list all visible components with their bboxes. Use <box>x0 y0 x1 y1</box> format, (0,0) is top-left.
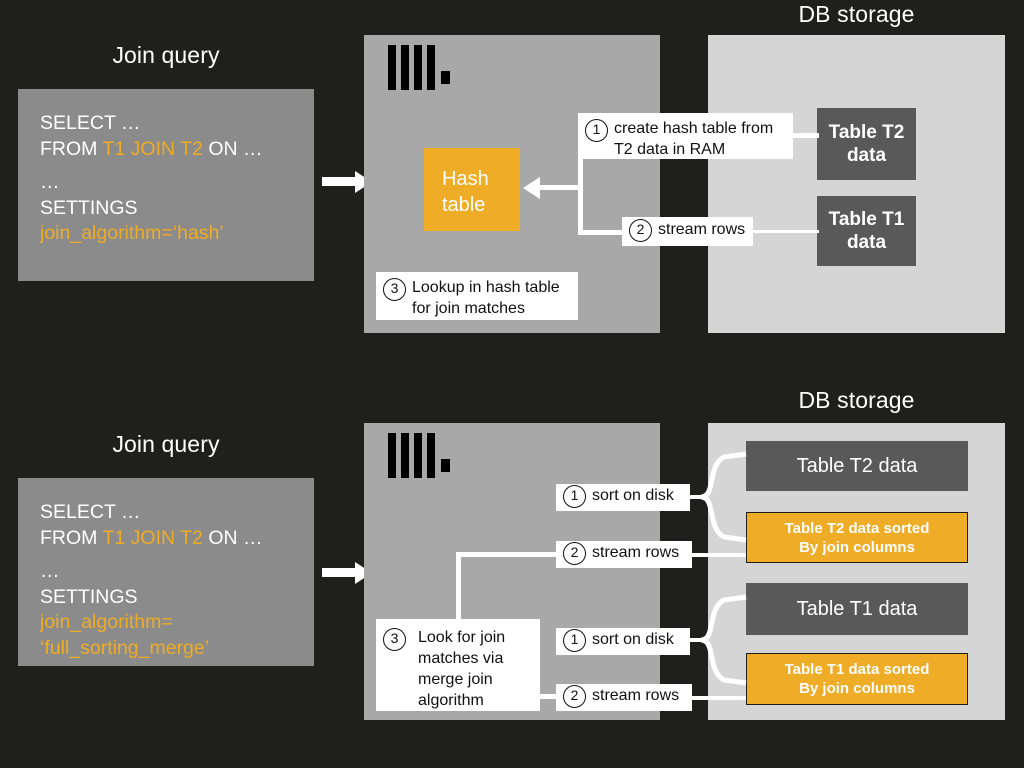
bottom-table-t2-raw-chip: Table T2 data <box>746 441 968 491</box>
bottom-table-t2-sorted-chip: Table T2 data sorted By join columns <box>746 512 968 563</box>
bottom-table-t1-sorted-chip: Table T1 data sorted By join columns <box>746 653 968 705</box>
bottom-query-to-server-line <box>322 568 358 577</box>
top-callout-step3-number: 3 <box>383 278 406 301</box>
bottom-t1-stream-to-chip-line <box>692 696 746 700</box>
top-callout-step3-line1: Lookup in hash table <box>412 279 560 296</box>
top-query-line-from: FROM T1 JOIN T2 ON … <box>40 137 292 163</box>
bottom-table-t2-sorted-line2: By join columns <box>799 538 915 556</box>
hash-table-line2: table <box>442 194 486 216</box>
bottom-callout-t1-stream-number: 2 <box>563 684 586 708</box>
hash-table-line1: Hash <box>442 168 489 190</box>
bottom-stream-to-vertical-line <box>456 552 558 557</box>
bottom-table-t2-raw-label: Table T2 data <box>796 454 918 477</box>
top-callout-step1-line2: T2 data in RAM <box>614 141 726 158</box>
bottom-callout-t2-sort-text: sort on disk <box>592 487 674 504</box>
top-query-join-expression: T1 JOIN T2 <box>102 137 203 160</box>
bottom-callout-step3: 3 Look for join matches via merge join a… <box>376 619 540 711</box>
bottom-query-line-ellipsis: … <box>40 560 60 582</box>
top-query-box: SELECT … FROM T1 JOIN T2 ON … … SETTINGS… <box>18 89 314 281</box>
top-callout-step3-text: Lookup in hash table for join matches <box>412 277 560 319</box>
bottom-callout-t2-stream: 2 stream rows <box>556 541 692 568</box>
bottom-query-join-expression: T1 JOIN T2 <box>102 526 203 549</box>
bottom-table-t1-raw-chip: Table T1 data <box>746 583 968 635</box>
top-table-t1-line1: Table T1 <box>828 209 905 230</box>
bottom-db-storage-title: DB storage <box>798 387 915 413</box>
arrow-left-icon <box>523 176 540 199</box>
clickhouse-logo-icon <box>388 433 450 478</box>
bottom-table-t1-sorted-line2: By join columns <box>799 680 915 697</box>
top-query-to-server-line <box>322 177 358 186</box>
top-db-storage-title: DB storage <box>798 1 915 27</box>
clickhouse-logo-icon <box>388 45 450 90</box>
bottom-query-line-from: FROM T1 JOIN T2 ON … <box>40 526 292 552</box>
bottom-step3-to-stream2-line <box>538 694 560 699</box>
top-callout-step1-number: 1 <box>585 119 608 142</box>
top-join-query-title: Join query <box>112 42 220 68</box>
bottom-callout-t2-stream-text: stream rows <box>592 544 680 561</box>
bottom-vertical-to-step3-line <box>456 552 461 622</box>
top-query-line-setting-value: join_algorithm=‘hash’ <box>40 222 224 244</box>
top-table-t2-line1: Table T2 <box>828 122 905 143</box>
bottom-callout-step3-line2: matches via <box>418 650 504 667</box>
bottom-query-line-settings: SETTINGS <box>40 585 138 608</box>
bottom-join-query-title: Join query <box>112 431 220 457</box>
bottom-query-line-select: SELECT … <box>40 501 141 523</box>
bottom-callout-t1-stream-text: stream rows <box>592 687 680 704</box>
top-query-line-ellipsis: … <box>40 171 60 193</box>
top-callout-step3: 3 Lookup in hash table for join matches <box>376 272 578 320</box>
bottom-t2-stream-to-chip-line <box>692 553 746 557</box>
bottom-table-t1-raw-label: Table T1 data <box>796 597 918 620</box>
top-storage-panel <box>708 35 1005 333</box>
top-callout-step2-text: stream rows <box>658 221 746 238</box>
bottom-callout-t1-stream: 2 stream rows <box>556 684 692 711</box>
bottom-query-on-keyword: ON … <box>202 526 263 549</box>
bottom-table-t2-sorted-line1: Table T2 data sorted <box>784 519 930 537</box>
top-query-from-keyword: FROM <box>40 137 103 160</box>
bottom-callout-step3-text: Look for join matches via merge join alg… <box>412 627 505 711</box>
top-query-line-settings: SETTINGS <box>40 196 138 219</box>
bottom-callout-step3-number: 3 <box>383 628 406 651</box>
bottom-query-line-setting-value-2: ‘full_sorting_merge’ <box>40 636 210 659</box>
bottom-callout-t2-stream-number: 2 <box>563 541 586 565</box>
top-t1-to-callout2-line <box>750 230 819 233</box>
bottom-callout-step3-line3: merge join <box>418 671 493 688</box>
hash-table-block: Hash table <box>424 148 520 231</box>
bottom-query-from-keyword: FROM <box>40 526 103 549</box>
top-callout-step1-line1: create hash table from <box>614 120 774 137</box>
bottom-callout-t2-sort-number: 1 <box>563 484 586 508</box>
bottom-callout-t1-sort-number: 1 <box>563 628 586 652</box>
top-callout1-vertical-line <box>578 133 583 235</box>
top-table-t2-chip: Table T2 data <box>817 108 916 180</box>
top-callout-step2-number: 2 <box>629 218 652 242</box>
bottom-callout-step3-line4: algorithm <box>418 692 484 709</box>
top-query-spacer <box>40 162 292 170</box>
bottom-table-t1-sorted-line1: Table T1 data sorted <box>784 661 930 678</box>
top-callout-step1-text: create hash table from T2 data in RAM <box>614 118 773 160</box>
bottom-callout-step3-line1: Look for join <box>418 629 506 646</box>
bottom-query-box: SELECT … FROM T1 JOIN T2 ON … … SETTINGS… <box>18 478 314 666</box>
bottom-callout-t1-sort-text: sort on disk <box>592 631 674 648</box>
top-callout-step1: 1 create hash table from T2 data in RAM <box>578 113 793 159</box>
top-callout2-branch-line <box>578 230 626 235</box>
bottom-query-spacer <box>40 551 292 559</box>
top-hash-feed-line <box>540 185 582 190</box>
top-table-t1-chip: Table T1 data <box>817 196 916 266</box>
bottom-callout-t1-sort: 1 sort on disk <box>556 628 690 655</box>
top-query-line-select: SELECT … <box>40 112 141 134</box>
top-callout-step3-line2: for join matches <box>412 300 525 317</box>
top-table-t2-line2: data <box>846 145 887 166</box>
top-t2-to-callout1-line <box>793 133 819 138</box>
top-callout-step2: 2 stream rows <box>622 217 753 246</box>
top-table-t1-line2: data <box>846 232 887 253</box>
top-query-on-keyword: ON … <box>202 137 263 160</box>
bottom-callout-t2-sort: 1 sort on disk <box>556 484 690 511</box>
bottom-query-line-setting-value-1: join_algorithm= <box>40 611 173 633</box>
